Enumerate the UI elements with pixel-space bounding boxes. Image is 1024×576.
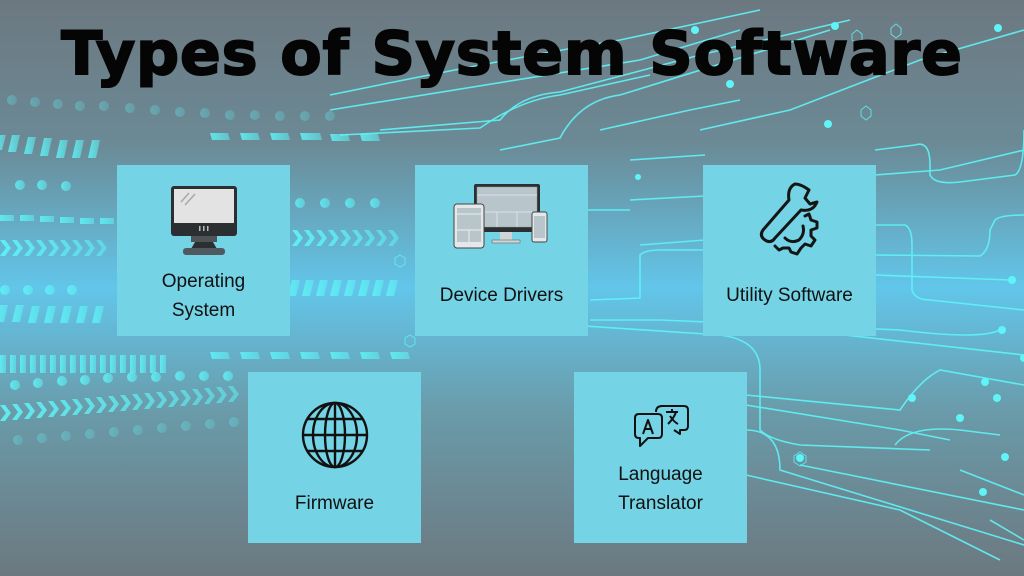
devices-icon (415, 170, 588, 265)
label-line: Operating (161, 271, 246, 292)
card-label: Operating System (117, 267, 290, 325)
circuit-nodes (635, 22, 1024, 496)
circuit-traces (329, 9, 1024, 561)
data-stream-pattern (0, 95, 410, 445)
card-operating-system: Operating System (117, 165, 290, 336)
chevron-row (0, 230, 399, 256)
card-language-translator: Language Translator (574, 372, 747, 543)
globe-icon (248, 387, 421, 482)
label-line: Language (618, 464, 703, 485)
card-utility-software: Utility Software (703, 165, 876, 336)
monitor-icon (117, 175, 290, 265)
label-line: Utility Software (726, 285, 853, 306)
label-line: System (171, 300, 236, 321)
card-firmware: Firmware (248, 372, 421, 543)
card-label: Utility Software (703, 281, 876, 310)
translate-chat-icon (574, 392, 747, 462)
label-line: Device Drivers (439, 285, 564, 306)
wrench-gear-icon (703, 175, 876, 270)
card-label: Device Drivers (415, 281, 588, 310)
label-line: Firmware (294, 493, 375, 514)
label-line: Translator (618, 493, 703, 514)
card-label: Language Translator (574, 460, 747, 518)
card-device-drivers: Device Drivers (415, 165, 588, 336)
page-title: Types of System Software (60, 18, 963, 90)
card-label: Firmware (248, 489, 421, 518)
